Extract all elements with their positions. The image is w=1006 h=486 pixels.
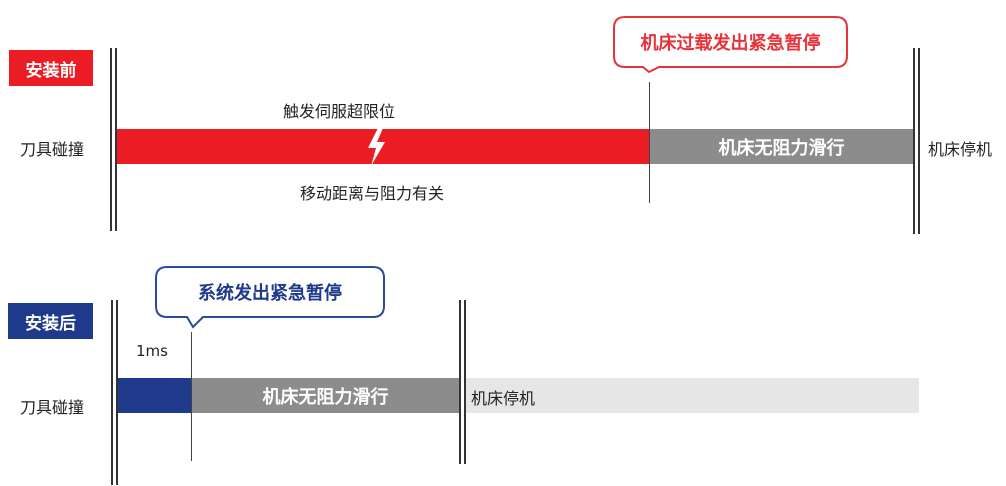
before-start-line-1 <box>110 48 112 231</box>
after-start-line-2 <box>116 300 118 485</box>
after-callout: 系统发出紧急暂停 <box>155 266 385 329</box>
before-tag-label: 安装前 <box>25 60 77 81</box>
before-row-label: 刀具碰撞 <box>20 140 85 159</box>
after-light-bar <box>466 378 919 413</box>
after-tag: 安装后 <box>8 303 93 339</box>
before-end-line-1 <box>913 48 915 234</box>
after-gray-bar: 机床无阻力滑行 <box>192 378 459 413</box>
before-red-bar <box>117 129 650 164</box>
before-stop-label: 机床停机 <box>928 140 993 159</box>
lightning-icon <box>365 128 387 166</box>
after-end-line-2 <box>464 300 466 464</box>
after-callout-text: 系统发出紧急暂停 <box>198 282 342 304</box>
before-start-line-2 <box>115 48 117 231</box>
after-row-label: 刀具碰撞 <box>20 398 85 417</box>
before-slide-label: 机床无阻力滑行 <box>718 137 845 159</box>
before-callout-text: 机床过载发出紧急暂停 <box>640 32 821 54</box>
after-estop-line <box>191 332 192 461</box>
before-above-bar-text: 触发伺服超限位 <box>283 102 396 121</box>
after-slide-label: 机床无阻力滑行 <box>262 386 389 408</box>
after-blue-bar <box>118 378 192 413</box>
after-start-line-1 <box>111 300 113 485</box>
before-estop-line <box>649 82 650 203</box>
after-stop-label: 机床停机 <box>471 389 536 408</box>
after-end-line-1 <box>459 300 461 464</box>
before-callout: 机床过载发出紧急暂停 <box>613 16 848 74</box>
before-gray-bar: 机床无阻力滑行 <box>650 129 913 164</box>
after-tag-label: 安装后 <box>25 313 76 334</box>
before-below-bar-text: 移动距离与阻力有关 <box>300 184 445 203</box>
after-time-label: 1ms <box>136 342 168 360</box>
before-tag: 安装前 <box>9 50 93 86</box>
before-end-line-2 <box>918 48 920 234</box>
